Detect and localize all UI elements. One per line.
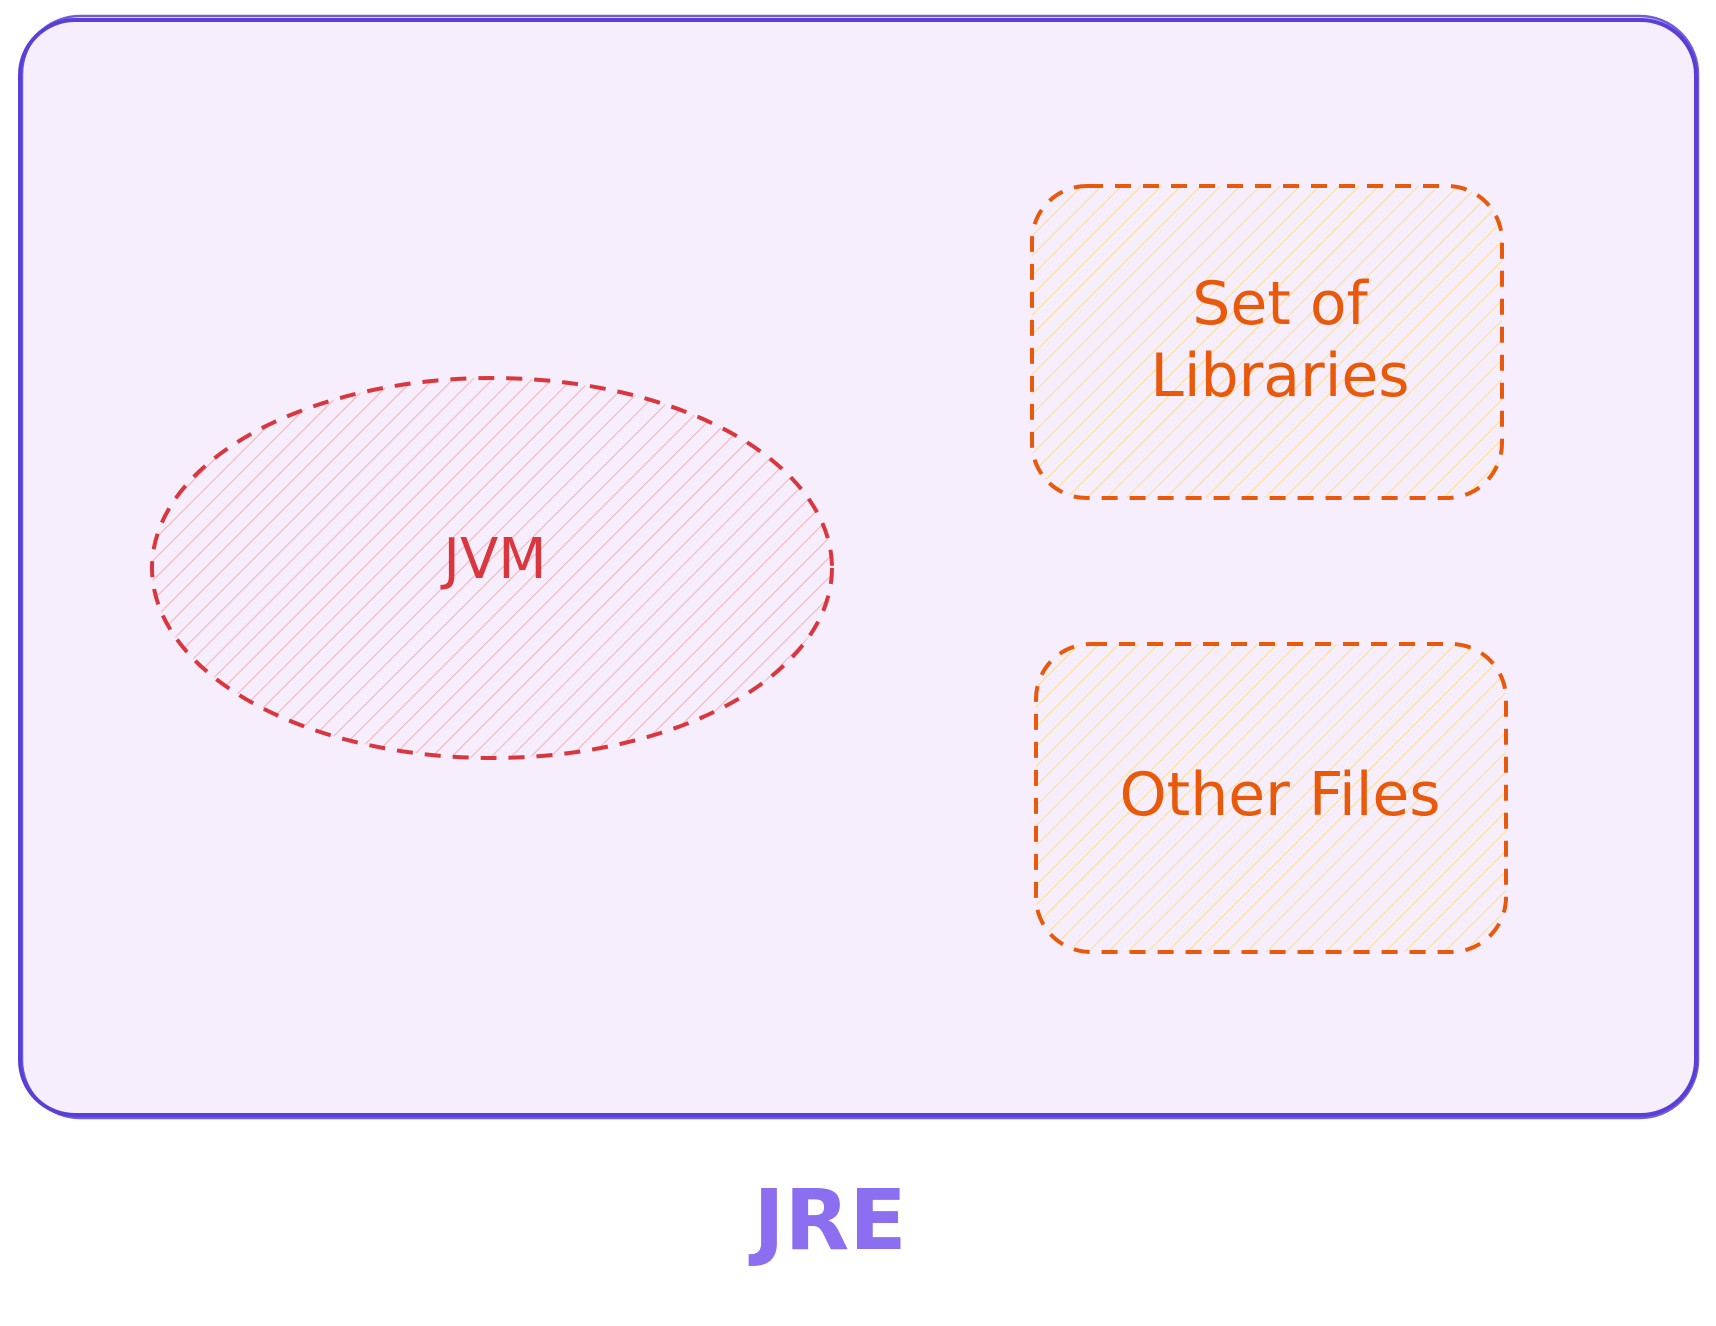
- other-files-box: [1034, 642, 1508, 954]
- jvm-label: JVM: [443, 527, 547, 593]
- other-files-label: Other Files: [1119, 760, 1441, 830]
- jre-label: JRE: [753, 1170, 907, 1269]
- libraries-box: [1030, 184, 1504, 500]
- libraries-label: Set of Libraries: [1150, 269, 1410, 411]
- jvm-ellipse: [150, 376, 834, 760]
